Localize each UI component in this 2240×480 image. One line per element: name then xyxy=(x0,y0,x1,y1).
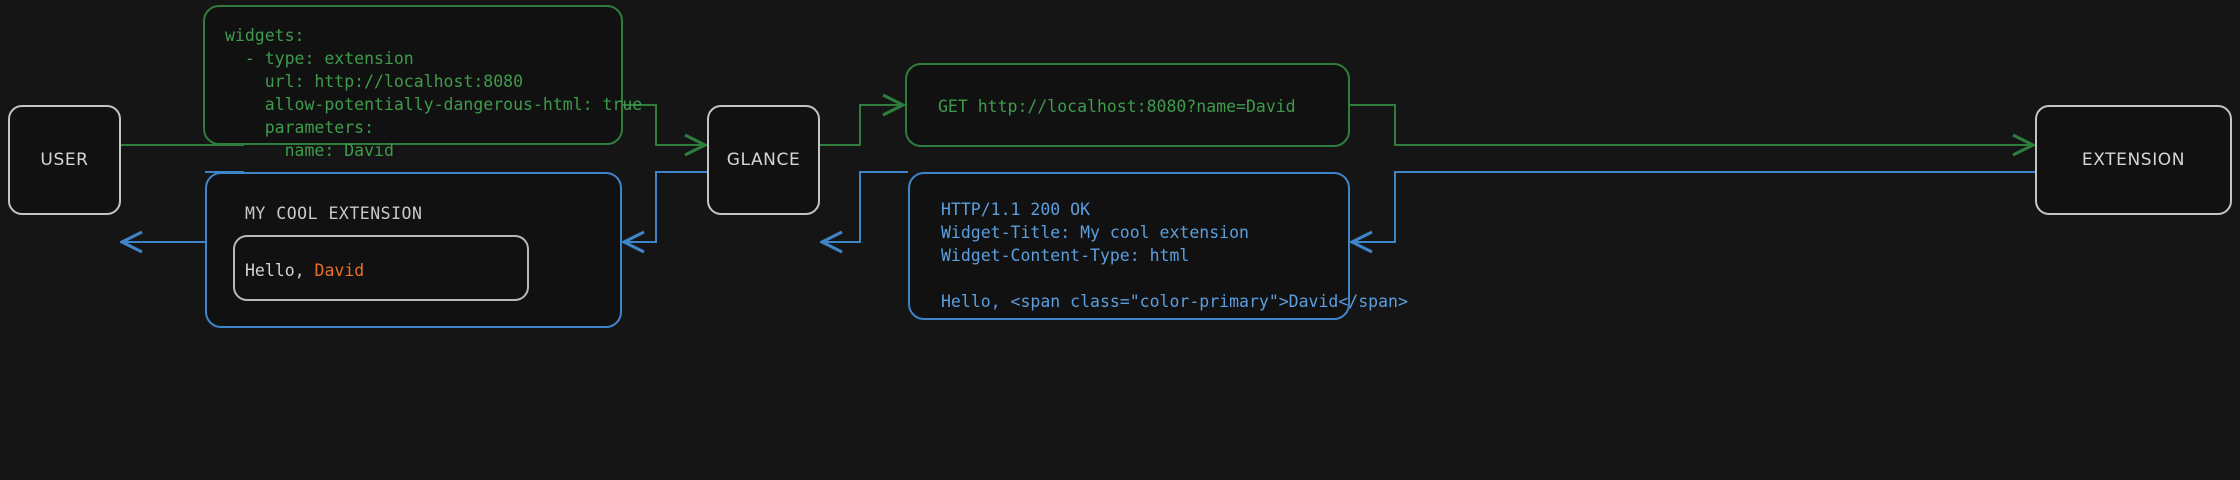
http-response-text: HTTP/1.1 200 OK Widget-Title: My cool ex… xyxy=(941,200,1408,311)
node-extension[interactable]: EXTENSION xyxy=(2035,105,2232,215)
rendered-widget-name: David xyxy=(314,261,365,280)
wire-extension-to-response xyxy=(1352,171,2035,242)
node-extension-label: EXTENSION xyxy=(2081,150,2186,170)
config-yaml-text: widgets: - type: extension url: http://l… xyxy=(225,26,643,160)
rendered-widget-body: Hello, David xyxy=(245,261,364,280)
wire-response-to-glance xyxy=(822,171,908,242)
node-user[interactable]: USER xyxy=(8,105,121,215)
rendered-widget-frame xyxy=(233,235,529,301)
message-box-http-request: GET http://localhost:8080?name=David xyxy=(905,63,1350,147)
wire-glance-to-widget xyxy=(624,171,707,242)
rendered-widget-title: MY COOL EXTENSION xyxy=(245,204,423,223)
node-glance-label: GLANCE xyxy=(726,150,801,170)
message-box-rendered-widget: MY COOL EXTENSION Hello, David xyxy=(205,172,622,328)
http-request-text: GET http://localhost:8080?name=David xyxy=(938,97,1296,116)
node-glance[interactable]: GLANCE xyxy=(707,105,820,215)
rendered-widget-greeting: Hello, xyxy=(245,261,315,280)
node-user-label: USER xyxy=(40,150,89,170)
message-box-http-response: HTTP/1.1 200 OK Widget-Title: My cool ex… xyxy=(908,172,1408,320)
wire-request-to-extension xyxy=(1350,104,2033,145)
wire-glance-to-request xyxy=(820,105,903,146)
message-box-config: widgets: - type: extension url: http://l… xyxy=(203,5,642,160)
